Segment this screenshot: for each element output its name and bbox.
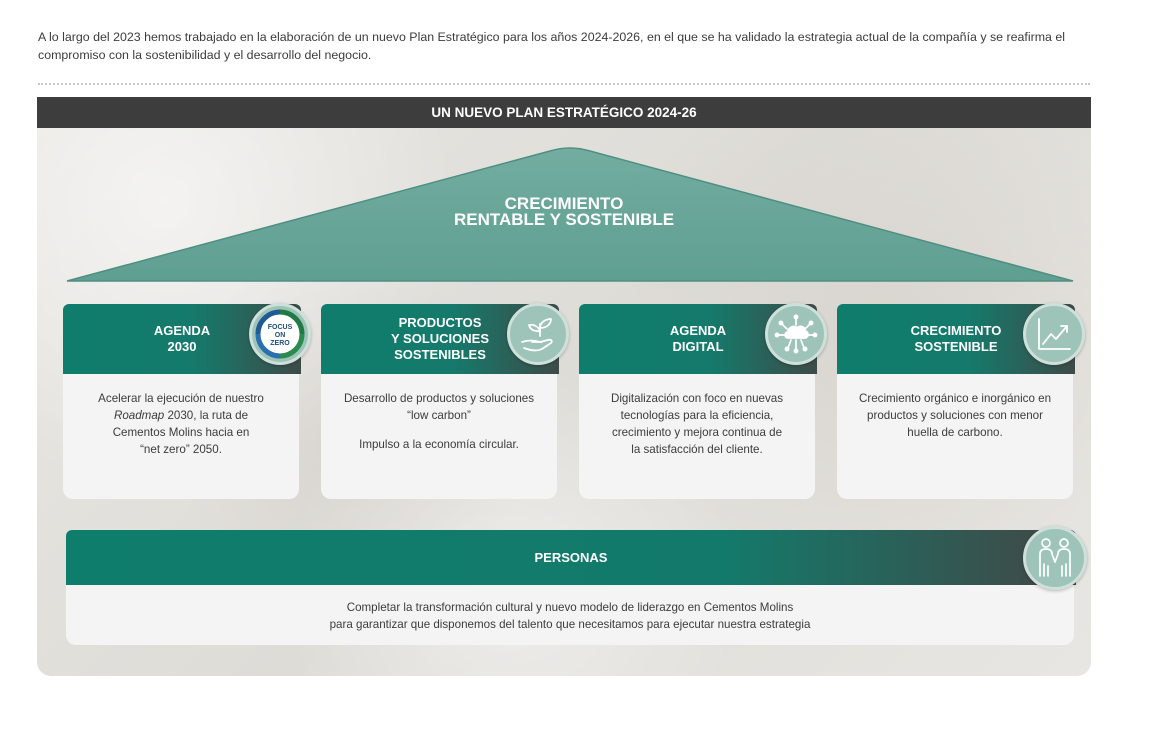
pillar-title: AGENDA 2030 bbox=[63, 304, 301, 374]
persons-text-line: para garantizar que disponemos del talen… bbox=[329, 618, 811, 631]
pillar-text-line: tecnologías para la eficiencia, bbox=[620, 409, 774, 422]
roof-shape bbox=[66, 147, 1074, 282]
persons-header bbox=[66, 530, 1076, 585]
pillar-card bbox=[579, 364, 815, 499]
intro-paragraph: A lo largo del 2023 hemos trabajado en l… bbox=[38, 30, 1066, 62]
pillar-text-line: Roadmap 2030, la ruta de bbox=[73, 407, 289, 424]
pillar-text-line: Crecimiento orgánico e inorgánico en bbox=[858, 392, 1052, 405]
pillar-text-line: crecimiento y mejora continua de bbox=[611, 426, 783, 439]
pillar-title-line: AGENDA bbox=[669, 323, 727, 338]
focus-on-zero-text: ON bbox=[275, 332, 286, 339]
focus-on-zero-text: ZERO bbox=[270, 340, 290, 347]
pillar-text-line: “low carbon” bbox=[407, 409, 471, 422]
cloud-network-icon bbox=[765, 303, 827, 365]
pillar-title-line: AGENDA bbox=[153, 323, 211, 338]
pillar-title-line: DIGITAL bbox=[672, 339, 724, 354]
persons-description: Completar la transformación cultural y n… bbox=[66, 599, 1074, 633]
pillar-title-line: SOSTENIBLES bbox=[394, 347, 486, 362]
pillar-card bbox=[837, 364, 1073, 499]
pillar-description: Desarrollo de productos y soluciones “lo… bbox=[331, 390, 547, 453]
pillar-title: CRECIMIENTO SOSTENIBLE bbox=[837, 304, 1075, 374]
people-handshake-icon bbox=[1023, 526, 1087, 590]
focus-on-zero-icon: FOCUS ON ZERO bbox=[249, 303, 311, 365]
panel-title: UN NUEVO PLAN ESTRATÉGICO 2024-26 bbox=[37, 97, 1091, 128]
pillar-title-line: Y SOLUCIONES bbox=[390, 331, 489, 346]
focus-on-zero-text: FOCUS bbox=[268, 324, 293, 331]
pillar-text-line: huella de carbono. bbox=[907, 426, 1003, 439]
pillar-card bbox=[63, 364, 299, 499]
roadmap-emphasis: Roadmap bbox=[113, 409, 165, 422]
pillar-title: PRODUCTOS Y SOLUCIONES SOSTENIBLES bbox=[321, 304, 559, 374]
pillar-text-line: Impulso a la economía circular. bbox=[359, 438, 519, 451]
pillar-title-line: CRECIMIENTO bbox=[910, 323, 1002, 338]
pillar-card bbox=[321, 364, 557, 499]
persons-title: PERSONAS bbox=[534, 550, 608, 565]
pillar-description: Crecimiento orgánico e inorgánico en pro… bbox=[847, 390, 1063, 441]
pillar-text-line: Digitalización con foco en nuevas bbox=[610, 392, 784, 405]
pillar-agenda-digital: AGENDA DIGITAL Digitalización con foco e… bbox=[579, 303, 827, 499]
persons-card bbox=[66, 585, 1074, 645]
pillar-text-line: productos y soluciones con menor bbox=[867, 409, 1043, 422]
strategy-panel: UN NUEVO PLAN ESTRATÉGICO 2024-26 CRECIM… bbox=[37, 97, 1091, 676]
roof-title-line-2: RENTABLE Y SOSTENIBLE bbox=[453, 210, 675, 229]
pillar-text-line: Acelerar la ejecución de nuestro bbox=[98, 392, 264, 405]
pillar-agenda-2030: AGENDA 2030 FOCUS ON ZERO Acelerar la ej… bbox=[63, 303, 311, 499]
pillar-title-line: SOSTENIBLE bbox=[914, 339, 998, 354]
pillar-text-line: la satisfacción del cliente. bbox=[631, 443, 763, 456]
plant-hand-icon bbox=[507, 303, 569, 365]
pillar-description: Digitalización con foco en nuevas tecnol… bbox=[589, 390, 805, 458]
roof-title-line-1: CRECIMIENTO bbox=[504, 194, 624, 213]
pillar-title: AGENDA DIGITAL bbox=[579, 304, 817, 374]
pillar-crecimiento-sostenible: CRECIMIENTO SOSTENIBLE Crecimiento orgán… bbox=[837, 303, 1085, 499]
pillar-text-line: Desarrollo de productos y soluciones bbox=[343, 392, 535, 405]
pillar-productos-soluciones: PRODUCTOS Y SOLUCIONES SOSTENIBLES Desar… bbox=[321, 303, 569, 499]
persons-text-line: Completar la transformación cultural y n… bbox=[346, 601, 794, 614]
pillar-text-line: “net zero” 2050. bbox=[140, 443, 222, 456]
growth-chart-icon bbox=[1023, 303, 1085, 365]
pillar-text-line: Cementos Molins hacia en bbox=[112, 426, 250, 439]
roof-title: CRECIMIENTO RENTABLE Y SOSTENIBLE bbox=[37, 194, 1091, 229]
dotted-divider bbox=[38, 83, 1090, 85]
pillar-text-fragment: 2030, la ruta de bbox=[164, 409, 249, 422]
pillar-title-line: PRODUCTOS bbox=[398, 315, 482, 330]
pillar-title-line: 2030 bbox=[167, 339, 197, 354]
pillar-description: Acelerar la ejecución de nuestro Roadmap… bbox=[73, 390, 289, 458]
